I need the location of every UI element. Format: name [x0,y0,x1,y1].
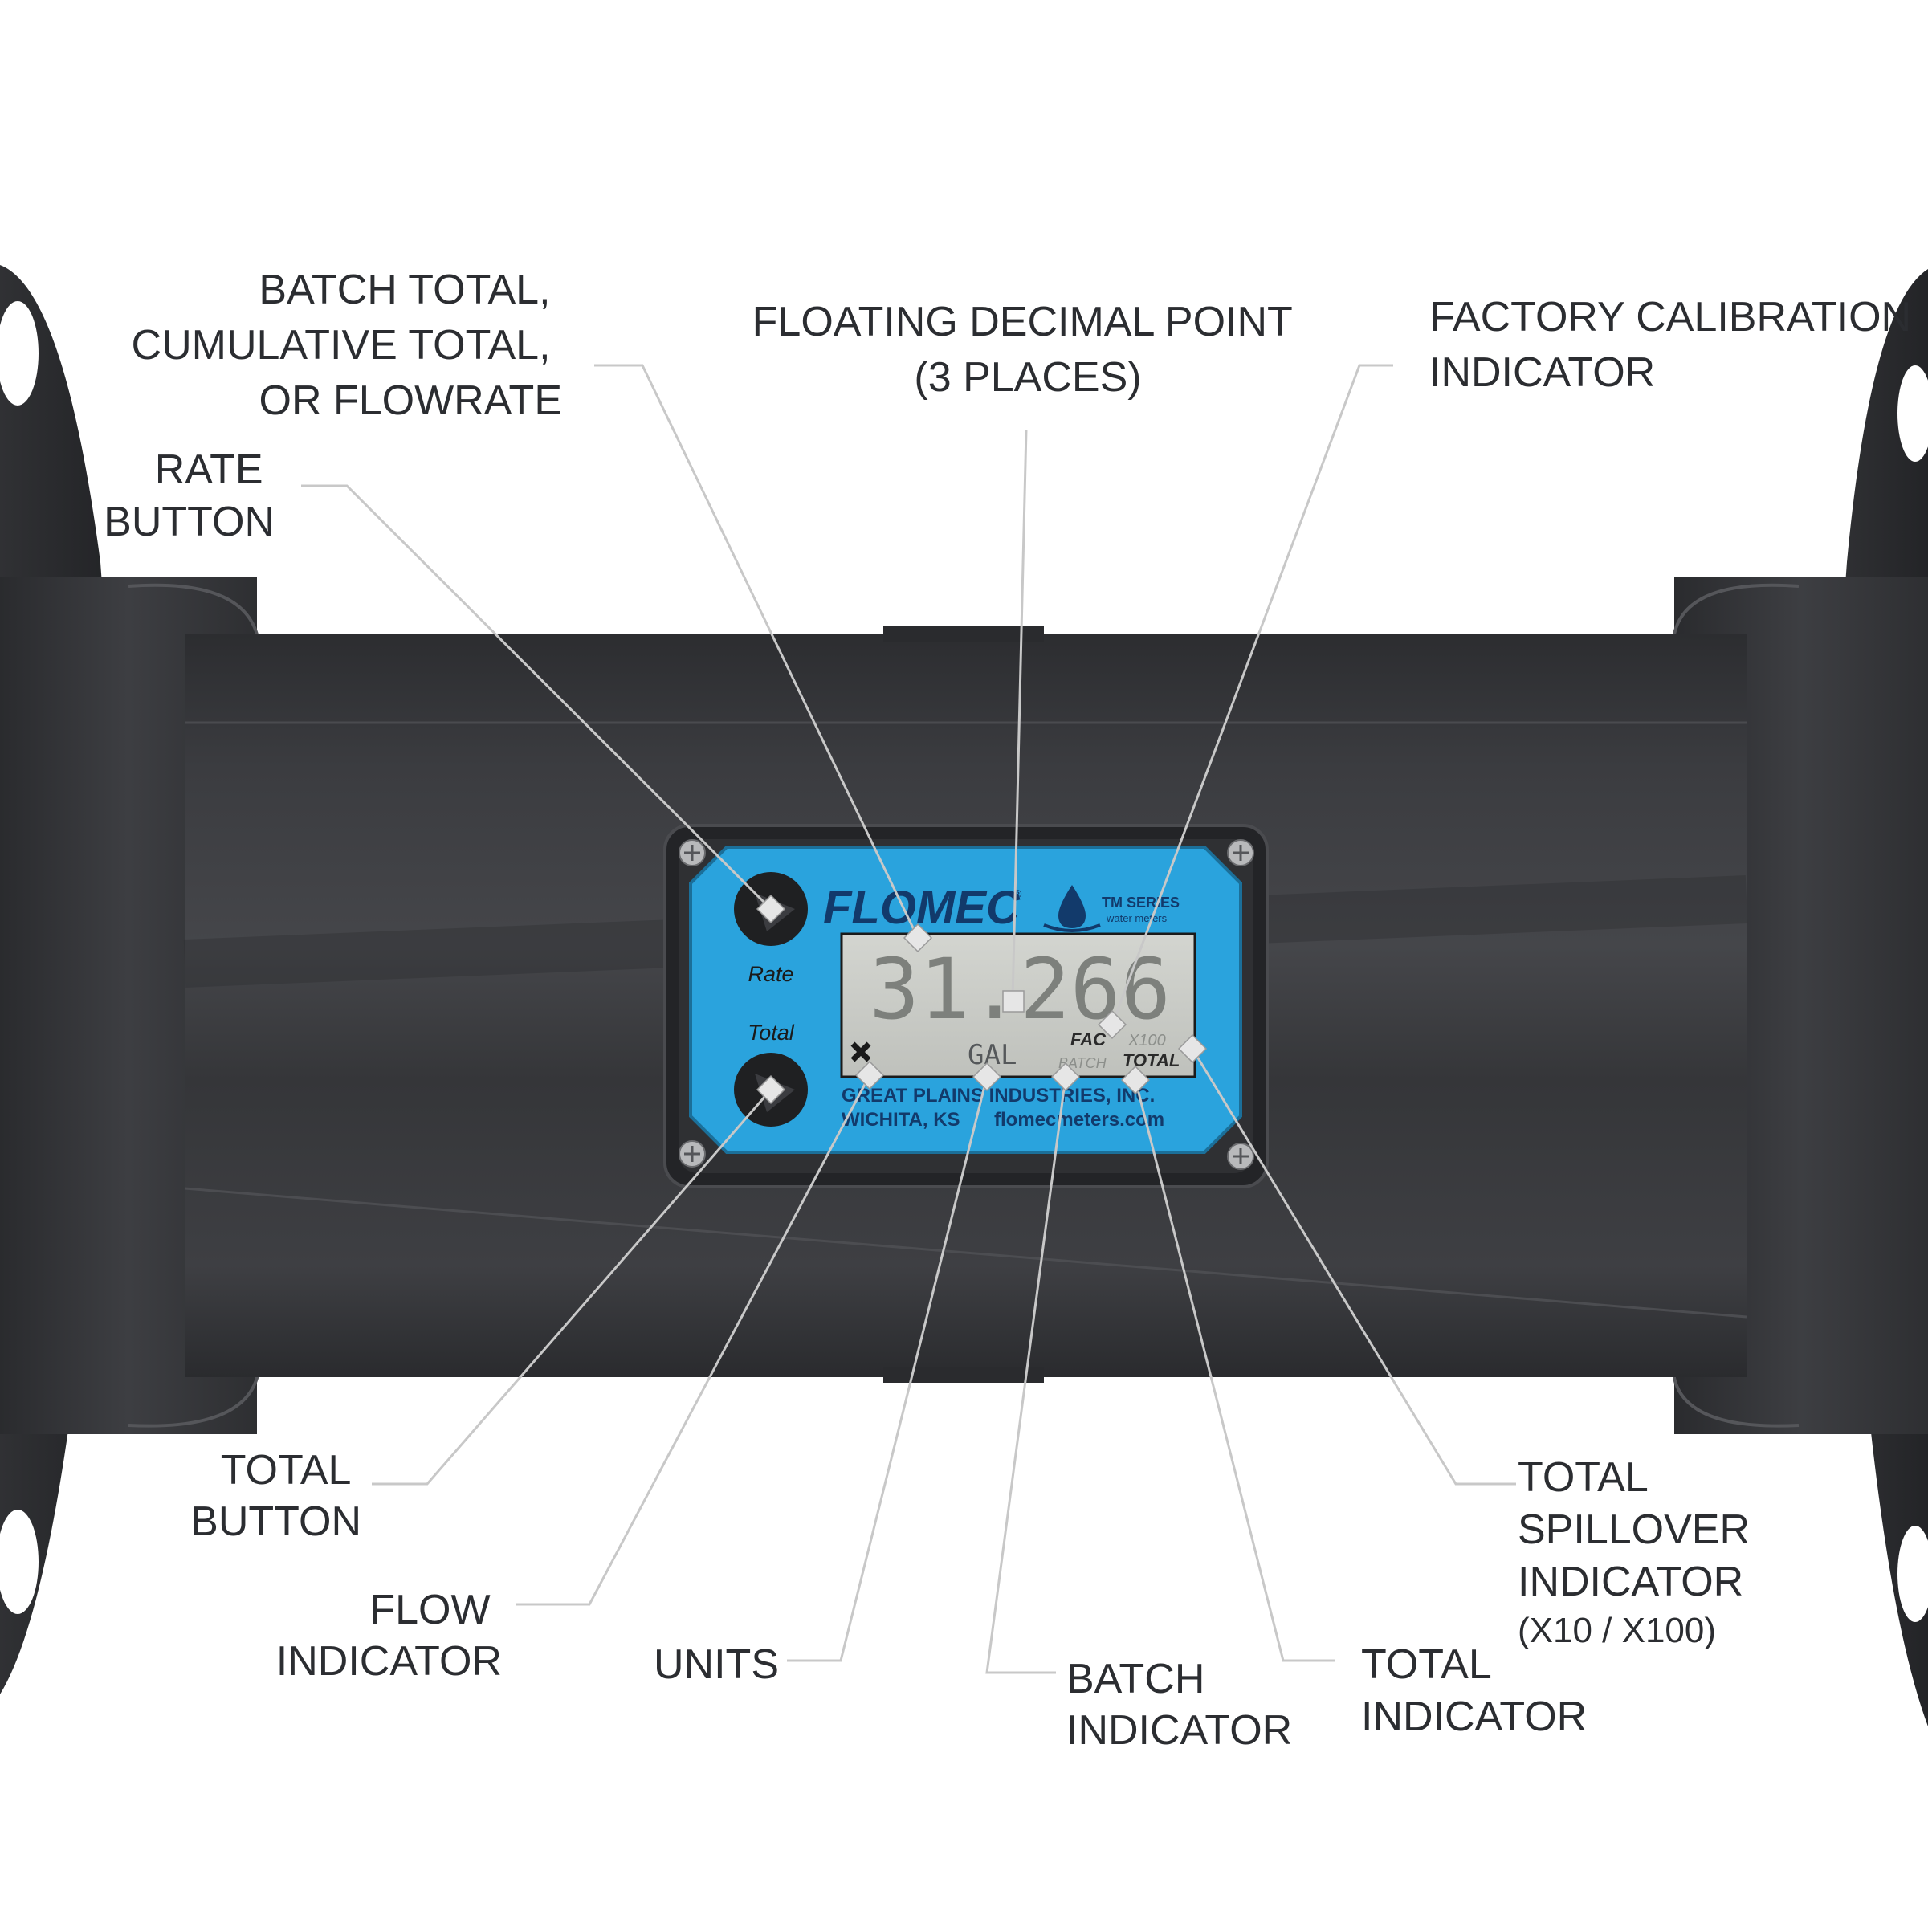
series-sublabel: water meters [1106,912,1168,924]
lcd-fac: FAC [1070,1029,1107,1050]
callout-batch-indicator: BATCH INDICATOR [1066,1656,1292,1754]
maker-line-1: GREAT PLAINS INDUSTRIES, INC. [842,1085,1155,1107]
lcd-total: TOTAL [1123,1050,1180,1070]
callout-floating-decimal: FLOATING DECIMAL POINT (3 PLACES) [752,299,1304,401]
rate-button-label: Rate [748,962,793,986]
callout-rate-button: RATE BUTTON [104,446,275,545]
callout-total-button: TOTAL BUTTON [190,1447,361,1545]
lcd-units: GAL [968,1039,1017,1071]
callout-units: UNITS [654,1641,779,1688]
callout-total-indicator: TOTAL INDICATOR [1361,1641,1587,1740]
website: flomecmeters.com [994,1109,1164,1131]
total-button-label: Total [748,1021,795,1045]
display-housing: FLOMEC ® TM SERIES water meters Rate Tot… [665,825,1267,1187]
callout-total-spillover: TOTAL SPILLOVER INDICATOR (X10 / X100) [1518,1454,1761,1650]
housing-screw [679,840,705,866]
callout-batch-total: BATCH TOTAL, CUMULATIVE TOTAL, OR FLOWRA… [132,267,562,424]
series-label: TM SERIES [1102,895,1180,911]
housing-screw [679,1141,705,1167]
callout-flow-indicator: FLOW INDICATOR [276,1587,502,1685]
callout-factory-calibration: FACTORY CALIBRATION INDICATOR [1429,294,1923,396]
housing-screw [1228,1143,1253,1169]
maker-line-2: WICHITA, KS [842,1109,960,1131]
marker [1003,991,1024,1012]
lcd-x100: X100 [1127,1032,1166,1050]
brand-logo: FLOMEC [823,882,1021,934]
housing-screw [1228,840,1253,866]
